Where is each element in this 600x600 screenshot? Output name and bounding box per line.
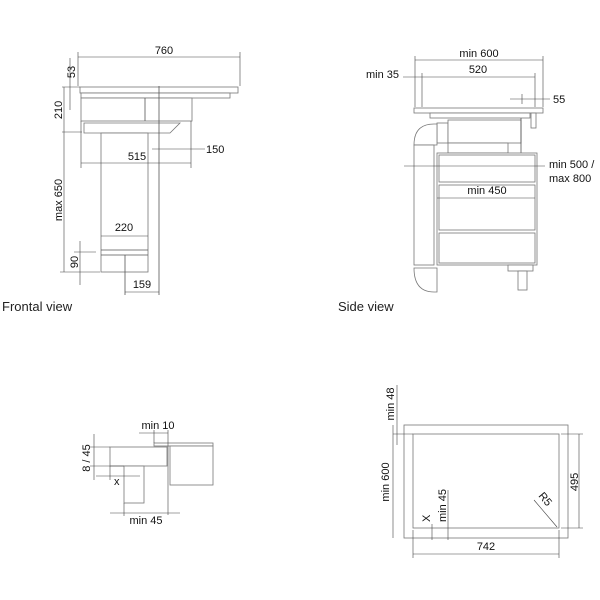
dim-width: 760 <box>155 45 173 57</box>
dim-min-48: min 48 <box>385 387 397 420</box>
detail-view: min 10 8 / 45 x min 45 <box>81 420 214 527</box>
dim-column-width: 220 <box>115 222 133 234</box>
dim-515: 515 <box>128 151 146 163</box>
dim-495: 495 <box>569 473 581 491</box>
side-view-caption: Side view <box>338 299 394 314</box>
dim-min-35: min 35 <box>366 69 399 81</box>
side-view: min 600 520 min 35 55 min 500 / max 800 … <box>338 48 595 314</box>
dim-cooktop-height: 210 <box>53 101 65 119</box>
dim-min-45: min 45 <box>129 515 162 527</box>
dim-x: x <box>114 476 120 488</box>
dim-top: 53 <box>66 66 78 78</box>
dim-thickness: 8 / 45 <box>81 444 93 472</box>
frontal-view-caption: Frontal view <box>2 299 73 314</box>
dim-159: 159 <box>133 279 151 291</box>
dim-min-10: min 10 <box>141 420 174 432</box>
dim-min-450: min 450 <box>467 185 506 197</box>
cutout-plan: min 48 min 600 495 742 X min 45 R5 <box>380 385 583 558</box>
dim-520: 520 <box>469 64 487 76</box>
dim-bottom-90: 90 <box>69 256 81 268</box>
dim-150: 150 <box>206 144 224 156</box>
dim-x-cutout: X <box>421 514 433 522</box>
dim-55: 55 <box>553 94 565 106</box>
dim-742: 742 <box>477 541 495 553</box>
dim-cabinet-height-line2: max 800 <box>549 173 591 185</box>
dim-max-height: max 650 <box>53 179 65 221</box>
dim-min-45-front: min 45 <box>437 489 449 522</box>
frontal-view: 760 53 210 max 650 515 150 220 <box>2 45 241 314</box>
dim-min-600: min 600 <box>459 48 498 60</box>
dim-cabinet-height-line1: min 500 / <box>549 159 595 171</box>
dim-min-600-depth: min 600 <box>380 462 392 501</box>
